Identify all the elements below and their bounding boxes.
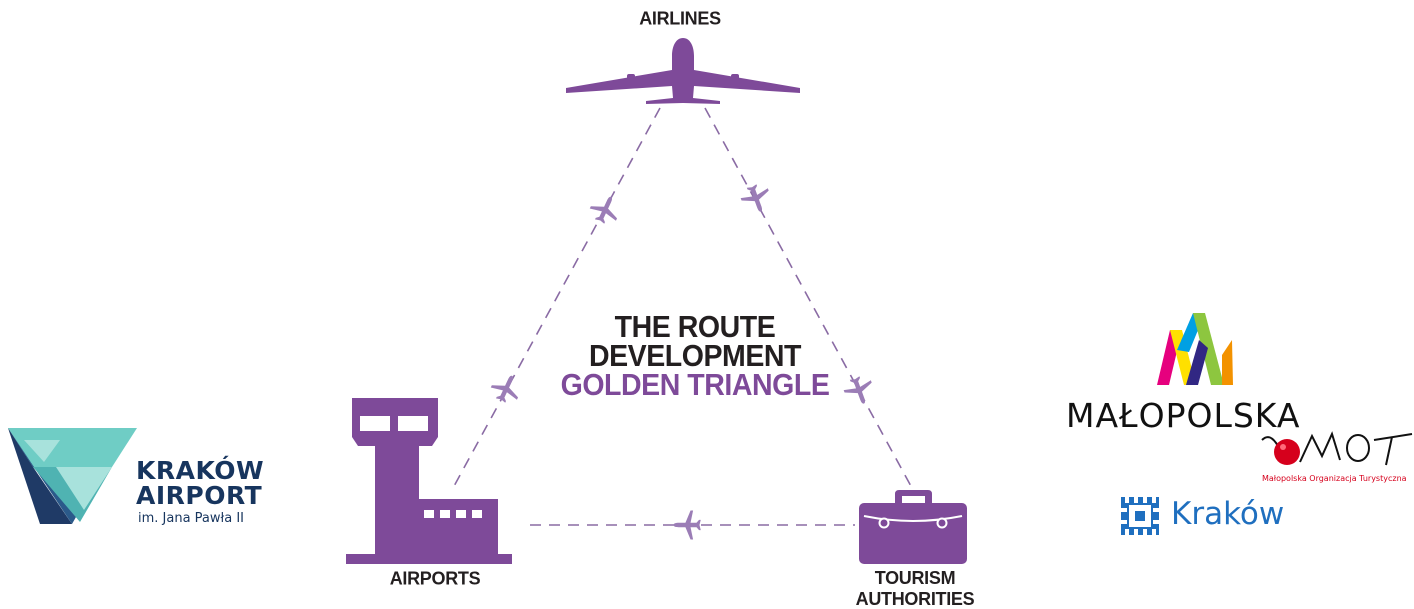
mot-logo-icon (1261, 431, 1413, 466)
title-line-1: THE ROUTE (614, 309, 776, 344)
edge-airlines-tourism (704, 107, 913, 489)
diagram-title: THE ROUTE DEVELOPMENT GOLDEN TRIANGLE (543, 309, 847, 402)
malopolska-logo-icon (1157, 313, 1233, 385)
tourism-label-line1: TOURISM (874, 567, 956, 588)
krakow-airport-line3: im. Jana Pawła II (138, 511, 244, 526)
edge-airlines-airports (452, 107, 661, 489)
small-airplane-icon (586, 190, 625, 228)
krakow-airport-logo-icon (8, 428, 137, 524)
airlines-label: AIRLINES (639, 7, 721, 29)
krakow-airport-line2: AIRPORT (136, 481, 263, 510)
airports-label: AIRPORTS (389, 567, 481, 589)
control-tower-icon (346, 398, 512, 564)
malopolska-wordmark: MAŁOPOLSKA (1066, 396, 1301, 435)
briefcase-icon (859, 490, 967, 564)
title-line-3: GOLDEN TRIANGLE (560, 367, 830, 402)
krakow-airport-line1: KRAKÓW (136, 456, 265, 485)
tourism-label-line2: AUTHORITIES (855, 588, 975, 609)
tourism-label: TOURISM AUTHORITIES (840, 567, 990, 609)
title-line-2: DEVELOPMENT (588, 338, 802, 373)
small-airplane-icon (487, 369, 526, 407)
mot-caption: Małopolska Organizacja Turystyczna (1262, 474, 1407, 483)
krakow-city-wordmark: Kraków (1171, 496, 1285, 532)
airplane-icon (566, 38, 800, 104)
small-airplane-icon (738, 181, 775, 217)
small-airplane-icon (673, 510, 701, 540)
krakow-city-logo-icon (1121, 497, 1159, 535)
